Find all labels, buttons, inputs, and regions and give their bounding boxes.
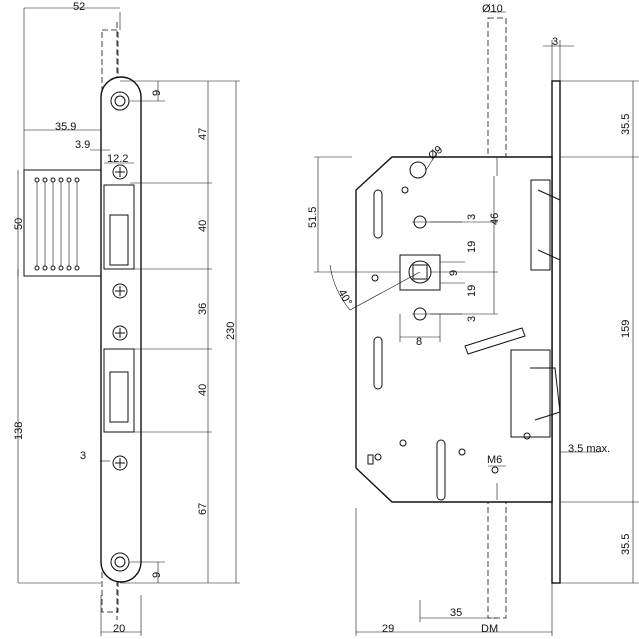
right-dim-lines xyxy=(314,11,639,636)
dim-3-bottom: 3 xyxy=(466,316,478,322)
dim-51-5: 51.5 xyxy=(307,207,319,228)
case-features xyxy=(367,179,561,501)
dim-dm: DM xyxy=(481,623,498,635)
dim-seg-67: 67 xyxy=(197,503,209,515)
dim-top-width: 52 xyxy=(73,1,85,13)
dim-9: 9 xyxy=(448,270,460,276)
dim-offset-35-9: 35.9 xyxy=(55,121,76,133)
dim-46: 46 xyxy=(489,213,501,225)
dim-8: 8 xyxy=(416,336,422,348)
right-spindle-band-top xyxy=(487,17,507,177)
dim-top-35-5: 35.5 xyxy=(620,114,632,135)
latch-opening xyxy=(103,184,135,270)
latch-comb-teeth xyxy=(34,177,80,271)
dim-seg-40a: 40 xyxy=(197,220,209,232)
dim-seg-40b: 40 xyxy=(197,384,209,396)
dim-29: 29 xyxy=(382,623,394,635)
dim-max-3-5: 3.5 max. xyxy=(568,443,610,455)
hole-d9 xyxy=(409,161,427,179)
dim-seg-47: 47 xyxy=(197,128,209,140)
faceplate-screws xyxy=(112,164,128,471)
dim-19-top: 19 xyxy=(466,241,478,253)
dim-bottom-35-5: 35.5 xyxy=(620,534,632,555)
side-faceplate xyxy=(551,80,561,584)
dim-spindle-dia: Ø10 xyxy=(482,3,503,15)
dim-latch-height: 50 xyxy=(13,218,25,230)
dim-offset-12-2: 12.2 xyxy=(107,153,128,165)
dim-height-159: 159 xyxy=(620,320,632,338)
dim-hole-bottom-9: 9 xyxy=(151,572,163,578)
left-extension-lines xyxy=(18,8,240,584)
dim-bottom-width: 20 xyxy=(113,623,125,635)
dim-angle-40: 40° xyxy=(335,288,354,308)
right-view-lock-body: Ø10 3 35.5 159 35.5 Ø9 51.5 46 3 19 9 19… xyxy=(307,3,639,636)
dim-offset-3-9: 3.9 xyxy=(75,139,90,151)
dim-total-230: 230 xyxy=(225,322,237,340)
dim-faceplate-thickness: 3 xyxy=(552,36,558,48)
left-view-faceplate: 52 35.9 3.9 12.2 50 138 9 9 3 47 40 36 4… xyxy=(13,1,240,636)
dim-3-top: 3 xyxy=(466,214,478,220)
dim-thread-m6: M6 xyxy=(487,454,502,466)
lock-case-outline xyxy=(355,156,553,503)
dim-hole-side-3: 3 xyxy=(80,450,86,462)
dim-seg-36: 36 xyxy=(197,303,209,315)
dim-19-bottom: 19 xyxy=(466,285,478,297)
left-dim-chain xyxy=(17,7,237,636)
dim-bottom-offset: 138 xyxy=(13,422,25,440)
dim-backset-35: 35 xyxy=(450,607,462,619)
bolt-opening xyxy=(103,348,135,433)
latch-comb-body xyxy=(23,169,102,277)
dim-hole-top-9: 9 xyxy=(151,90,163,96)
